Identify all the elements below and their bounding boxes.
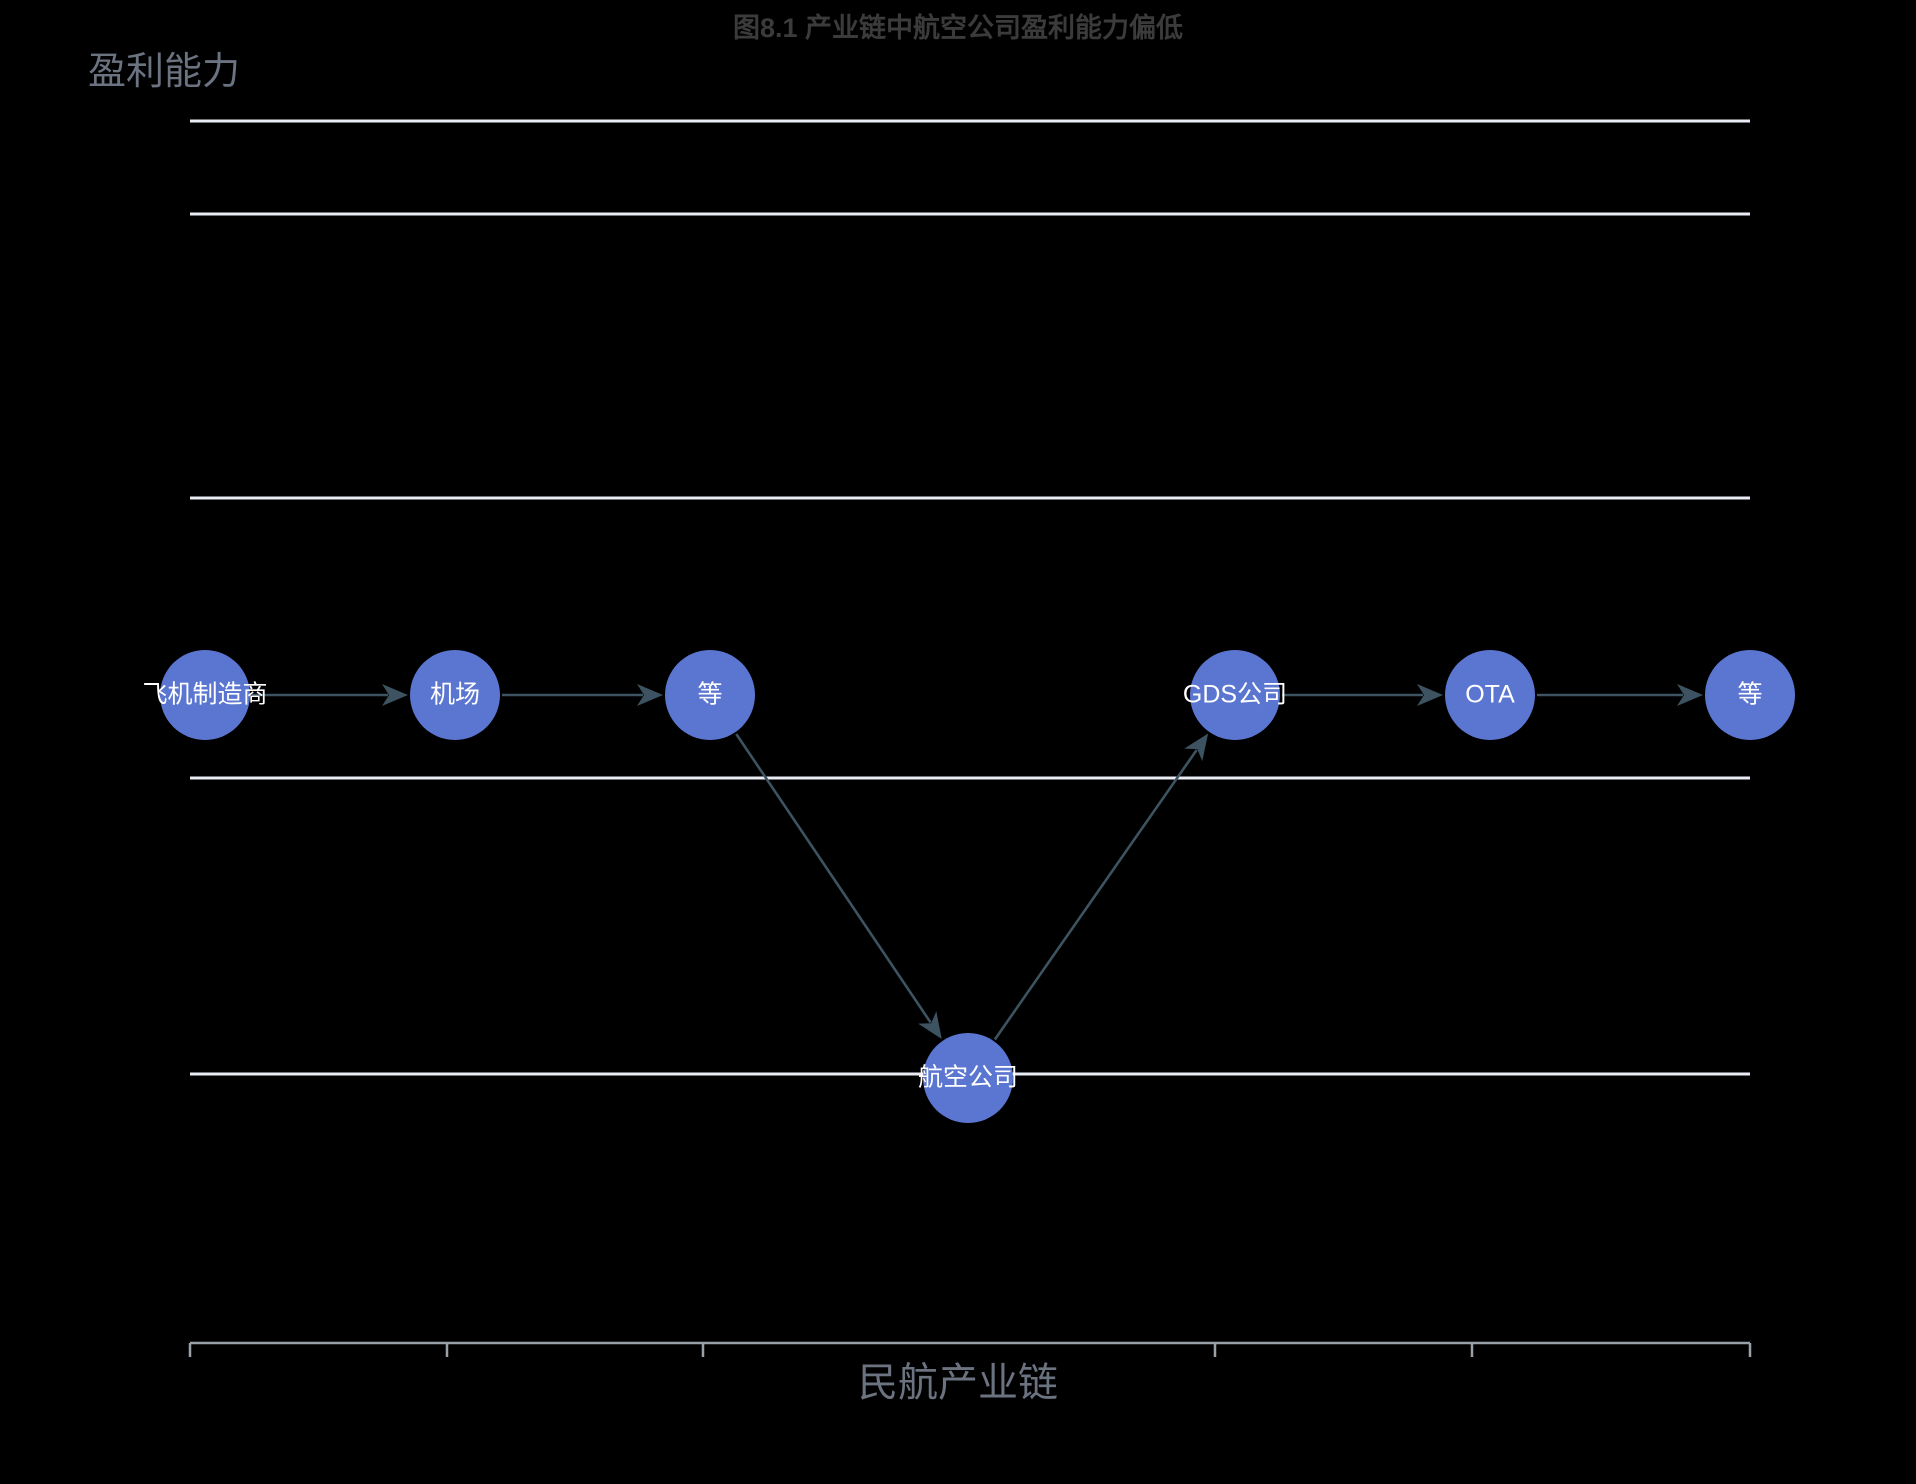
node-label-n4: 航空公司 — [918, 1064, 1018, 1092]
node-circle-n6[interactable] — [1445, 650, 1535, 740]
gridlines-group — [190, 119, 1750, 1076]
node-circle-n4[interactable] — [923, 1033, 1013, 1123]
node-label-n7: 等 — [1737, 681, 1762, 709]
edge-arrowhead-n1-n2 — [382, 684, 408, 706]
node-label-n2: 机场 — [430, 681, 480, 709]
node-n1[interactable]: 飞机制造商 — [142, 650, 268, 740]
node-circle-n1[interactable] — [160, 650, 250, 740]
node-label-n1: 飞机制造商 — [142, 681, 267, 709]
page-title: 图8.1 产业链中航空公司盈利能力偏低 — [732, 13, 1184, 43]
node-n3[interactable]: 等 — [665, 650, 755, 740]
edge-arrowhead-n4-n5 — [1184, 733, 1209, 762]
edge-line-n3-n4 — [735, 733, 932, 1024]
node-n7[interactable]: 等 — [1705, 650, 1795, 740]
edge-arrowhead-n2-n3 — [637, 684, 663, 706]
x-axis-group — [188, 1341, 1752, 1357]
edge-line-n4-n5 — [993, 749, 1198, 1041]
node-circle-n5[interactable] — [1190, 650, 1280, 740]
node-n4[interactable]: 航空公司 — [918, 1033, 1018, 1123]
edge-arrowhead-n6-n7 — [1677, 684, 1703, 706]
node-n2[interactable]: 机场 — [410, 650, 500, 740]
edges-group — [252, 684, 1703, 1041]
node-circle-n7[interactable] — [1705, 650, 1795, 740]
node-label-n6: OTA — [1465, 681, 1515, 709]
node-label-n3: 等 — [697, 681, 722, 709]
edge-arrowhead-n5-n6 — [1417, 684, 1443, 706]
node-n6[interactable]: OTA — [1445, 650, 1535, 740]
x-axis-label: 民航产业链 — [858, 1361, 1058, 1405]
node-circle-n3[interactable] — [665, 650, 755, 740]
node-label-n5: GDS公司 — [1183, 681, 1287, 709]
y-axis-label: 盈利能力 — [88, 51, 241, 93]
node-n5[interactable]: GDS公司 — [1183, 650, 1287, 740]
edge-arrowhead-n3-n4 — [918, 1011, 942, 1040]
node-circle-n2[interactable] — [410, 650, 500, 740]
